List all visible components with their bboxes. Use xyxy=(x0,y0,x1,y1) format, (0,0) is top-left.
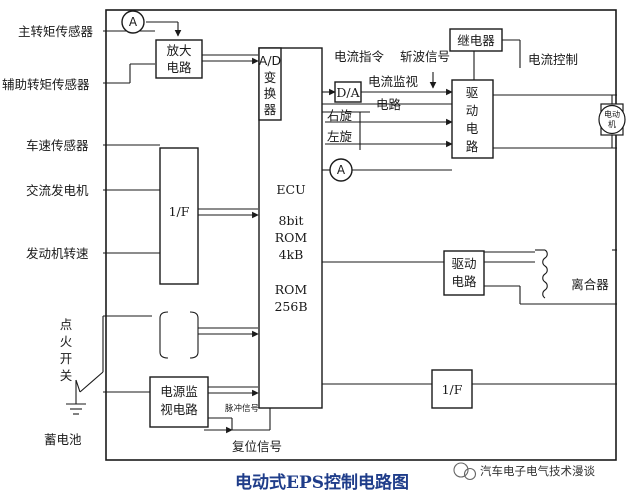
ecu-line-3: ROM xyxy=(275,230,308,245)
main-torque-label: 主转矩传感器 xyxy=(18,24,94,39)
adc-line-1: A/D xyxy=(259,53,281,68)
ecu-text: ECU 8bit ROM 4kB ROM 256B xyxy=(274,182,307,314)
drive1-line-3: 电 xyxy=(466,121,479,136)
current-mon-label: 电流监视 xyxy=(368,74,419,89)
motor-line-1: 电动 xyxy=(604,109,620,119)
reset-label: 复位信号 xyxy=(232,439,282,454)
ecu-line-1: ECU xyxy=(276,182,305,197)
ammeter-top-label: A xyxy=(129,15,138,29)
alternator-label: 交流发电机 xyxy=(26,183,89,198)
ammeter-top: A xyxy=(121,10,145,34)
chopper-label: 斩波信号 xyxy=(400,49,450,64)
input-labels: 主转矩传感器 辅助转矩传感器 车速传感器 交流发电机 发动机转速 点 火 开 关… xyxy=(2,24,94,447)
psu-line-1: 电源监 xyxy=(160,384,198,399)
ignition-char-4: 关 xyxy=(60,368,73,383)
adc-line-2: 变 xyxy=(264,70,277,85)
if-right-label: 1/F xyxy=(442,382,463,397)
if-right-block: 1/F xyxy=(431,369,473,409)
ecu-line-5: ROM xyxy=(275,282,308,297)
circuit-label: 电路 xyxy=(376,97,402,112)
current-cmd-label: 电流指令 xyxy=(334,49,385,64)
drive2-line-2: 电路 xyxy=(451,274,477,289)
adc-line-4: 器 xyxy=(264,102,277,117)
amp-block: 放大 电路 xyxy=(155,39,203,79)
ecu-line-4: 4kB xyxy=(279,247,304,262)
relay-label: 继电器 xyxy=(457,33,495,48)
if-left-block: 1/F xyxy=(159,147,199,285)
amp-line-2: 电路 xyxy=(166,60,192,75)
motor-symbol: 电动 机 xyxy=(598,103,626,136)
watermark: 汽车电子电气技术漫谈 xyxy=(453,462,595,481)
battery-label: 蓄电池 xyxy=(44,432,82,447)
clutch-label: 离合器 xyxy=(571,277,609,292)
bracket-symbol xyxy=(159,311,199,359)
da-label: D/A xyxy=(336,85,360,100)
left-turn-label: 左旋 xyxy=(327,129,353,144)
motor-line-2: 机 xyxy=(608,119,616,129)
wires xyxy=(66,21,617,434)
amp-line-1: 放大 xyxy=(166,43,191,58)
if-left-label: 1/F xyxy=(169,204,190,219)
drive2-line-1: 驱动 xyxy=(451,256,476,271)
signal-labels: 电流指令 斩波信号 电流控制 电流监视 电路 右旋 左旋 脉冲信号 复位信号 xyxy=(225,49,578,454)
adc-line-3: 换 xyxy=(264,86,277,101)
drive2-block: 驱动 电路 xyxy=(443,250,485,296)
ammeter-mid-label: A xyxy=(337,163,346,177)
drive1-line-4: 路 xyxy=(466,139,479,154)
diagram-title: 电动式EPS控制电路图 xyxy=(235,472,409,493)
wechat-icon xyxy=(453,462,469,478)
ecu-line-2: 8bit xyxy=(279,213,304,228)
engine-label: 发动机转速 xyxy=(26,246,89,261)
current-ctrl-label: 电流控制 xyxy=(528,52,578,67)
watermark-text: 汽车电子电气技术漫谈 xyxy=(480,464,595,478)
ignition-char-3: 开 xyxy=(60,351,73,366)
adc-label: A/D 变 换 器 xyxy=(259,53,281,117)
ecu-block xyxy=(258,47,323,409)
relay-block: 继电器 xyxy=(449,28,503,52)
outer-frame xyxy=(105,9,617,461)
ammeter-mid: A xyxy=(329,158,353,182)
clutch-block: 离合器 xyxy=(535,249,609,299)
speed-label: 车速传感器 xyxy=(26,138,89,153)
pulse-label: 脉冲信号 xyxy=(225,403,259,414)
ignition-char-1: 点 xyxy=(60,317,73,332)
psu-block: 电源监 视电路 xyxy=(149,376,209,428)
psu-line-2: 视电路 xyxy=(160,402,198,417)
ignition-char-2: 火 xyxy=(60,334,73,349)
right-turn-label: 右旋 xyxy=(327,108,353,123)
drive1-block: 驱 动 电 路 xyxy=(451,79,494,159)
ecu-line-6: 256B xyxy=(274,299,307,314)
drive1-line-2: 动 xyxy=(466,103,479,118)
drive1-line-1: 驱 xyxy=(466,85,479,100)
aux-torque-label: 辅助转矩传感器 xyxy=(2,77,90,92)
da-block: D/A xyxy=(334,81,362,103)
